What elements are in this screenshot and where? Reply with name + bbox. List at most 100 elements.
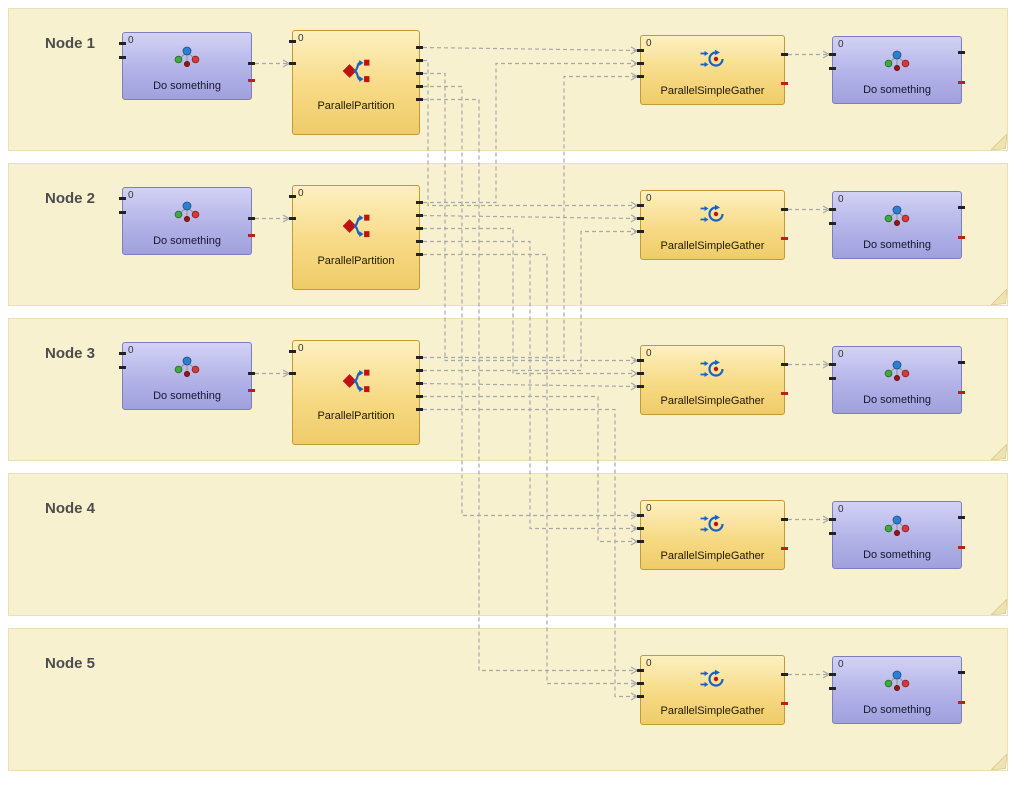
output-port[interactable] xyxy=(958,516,965,519)
error-port[interactable] xyxy=(781,547,788,550)
input-port[interactable] xyxy=(637,62,644,65)
input-port[interactable] xyxy=(829,532,836,535)
input-port[interactable] xyxy=(637,695,644,698)
input-port[interactable] xyxy=(637,372,644,375)
output-port[interactable] xyxy=(958,51,965,54)
input-port[interactable] xyxy=(637,682,644,685)
output-port[interactable] xyxy=(416,369,423,372)
block-parallel-partition[interactable]: 0 ParallelPartition xyxy=(289,185,423,290)
input-port[interactable] xyxy=(637,359,644,362)
output-port[interactable] xyxy=(416,85,423,88)
input-port[interactable] xyxy=(119,197,126,200)
output-port[interactable] xyxy=(416,408,423,411)
input-port[interactable] xyxy=(637,75,644,78)
input-port[interactable] xyxy=(637,669,644,672)
block-do-something[interactable]: 0 Do something xyxy=(119,342,255,410)
block-parallel-simple-gather[interactable]: 0 ParallelSimpleGather xyxy=(637,500,788,570)
block-count: 0 xyxy=(128,35,134,46)
error-port[interactable] xyxy=(248,389,255,392)
block-do-something[interactable]: 0 Do something xyxy=(829,346,965,414)
input-port[interactable] xyxy=(637,514,644,517)
input-port[interactable] xyxy=(829,518,836,521)
output-port[interactable] xyxy=(781,208,788,211)
input-port[interactable] xyxy=(829,687,836,690)
input-port[interactable] xyxy=(637,385,644,388)
block-parallel-simple-gather[interactable]: 0 ParallelSimpleGather xyxy=(637,655,788,725)
block-parallel-simple-gather[interactable]: 0 ParallelSimpleGather xyxy=(637,345,788,415)
input-port[interactable] xyxy=(119,56,126,59)
output-port[interactable] xyxy=(416,46,423,49)
input-port[interactable] xyxy=(289,62,296,65)
input-port[interactable] xyxy=(637,49,644,52)
input-port[interactable] xyxy=(829,222,836,225)
output-port[interactable] xyxy=(781,53,788,56)
block-do-something[interactable]: 0 Do something xyxy=(829,501,965,569)
output-port[interactable] xyxy=(416,253,423,256)
block-parallel-partition[interactable]: 0 ParallelPartition xyxy=(289,340,423,445)
fold-corner-icon xyxy=(991,134,1007,150)
output-port[interactable] xyxy=(781,363,788,366)
error-port[interactable] xyxy=(958,236,965,239)
input-port[interactable] xyxy=(289,195,296,198)
output-port[interactable] xyxy=(416,240,423,243)
input-port[interactable] xyxy=(637,527,644,530)
input-port[interactable] xyxy=(289,372,296,375)
block-do-something[interactable]: 0 Do something xyxy=(829,191,965,259)
error-port[interactable] xyxy=(781,392,788,395)
output-port[interactable] xyxy=(416,98,423,101)
input-port[interactable] xyxy=(119,42,126,45)
error-port[interactable] xyxy=(781,702,788,705)
output-port[interactable] xyxy=(248,62,255,65)
output-port[interactable] xyxy=(416,59,423,62)
input-port[interactable] xyxy=(637,217,644,220)
output-port[interactable] xyxy=(416,356,423,359)
input-port[interactable] xyxy=(119,366,126,369)
error-port[interactable] xyxy=(958,701,965,704)
input-port[interactable] xyxy=(289,217,296,220)
output-port[interactable] xyxy=(416,227,423,230)
block-parallel-simple-gather[interactable]: 0 ParallelSimpleGather xyxy=(637,190,788,260)
output-port[interactable] xyxy=(781,518,788,521)
error-port[interactable] xyxy=(781,237,788,240)
input-port[interactable] xyxy=(829,673,836,676)
error-port[interactable] xyxy=(248,79,255,82)
lane-label: Node 3 xyxy=(45,345,96,362)
input-port[interactable] xyxy=(829,208,836,211)
output-port[interactable] xyxy=(248,217,255,220)
parallel-simple-gather-icon xyxy=(699,201,727,227)
parallel-partition-icon xyxy=(342,212,370,240)
input-port[interactable] xyxy=(829,53,836,56)
error-port[interactable] xyxy=(781,82,788,85)
error-port[interactable] xyxy=(958,391,965,394)
output-port[interactable] xyxy=(958,361,965,364)
output-port[interactable] xyxy=(416,72,423,75)
input-port[interactable] xyxy=(637,540,644,543)
input-port[interactable] xyxy=(119,352,126,355)
block-do-something[interactable]: 0 Do something xyxy=(829,656,965,724)
input-port[interactable] xyxy=(289,40,296,43)
block-parallel-partition[interactable]: 0 ParallelPartition xyxy=(289,30,423,135)
block-do-something[interactable]: 0 Do something xyxy=(829,36,965,104)
output-port[interactable] xyxy=(416,382,423,385)
input-port[interactable] xyxy=(637,230,644,233)
output-port[interactable] xyxy=(958,671,965,674)
input-port[interactable] xyxy=(829,363,836,366)
input-port[interactable] xyxy=(829,67,836,70)
output-port[interactable] xyxy=(781,673,788,676)
output-port[interactable] xyxy=(248,372,255,375)
output-port[interactable] xyxy=(416,395,423,398)
block-parallel-simple-gather[interactable]: 0 ParallelSimpleGather xyxy=(637,35,788,105)
output-port[interactable] xyxy=(958,206,965,209)
error-port[interactable] xyxy=(958,81,965,84)
block-do-something[interactable]: 0 Do something xyxy=(119,187,255,255)
error-port[interactable] xyxy=(248,234,255,237)
input-port[interactable] xyxy=(289,350,296,353)
input-port[interactable] xyxy=(829,377,836,380)
input-port[interactable] xyxy=(637,204,644,207)
error-port[interactable] xyxy=(958,546,965,549)
input-port[interactable] xyxy=(119,211,126,214)
output-port[interactable] xyxy=(416,214,423,217)
block-do-something[interactable]: 0 Do something xyxy=(119,32,255,100)
output-port[interactable] xyxy=(416,201,423,204)
